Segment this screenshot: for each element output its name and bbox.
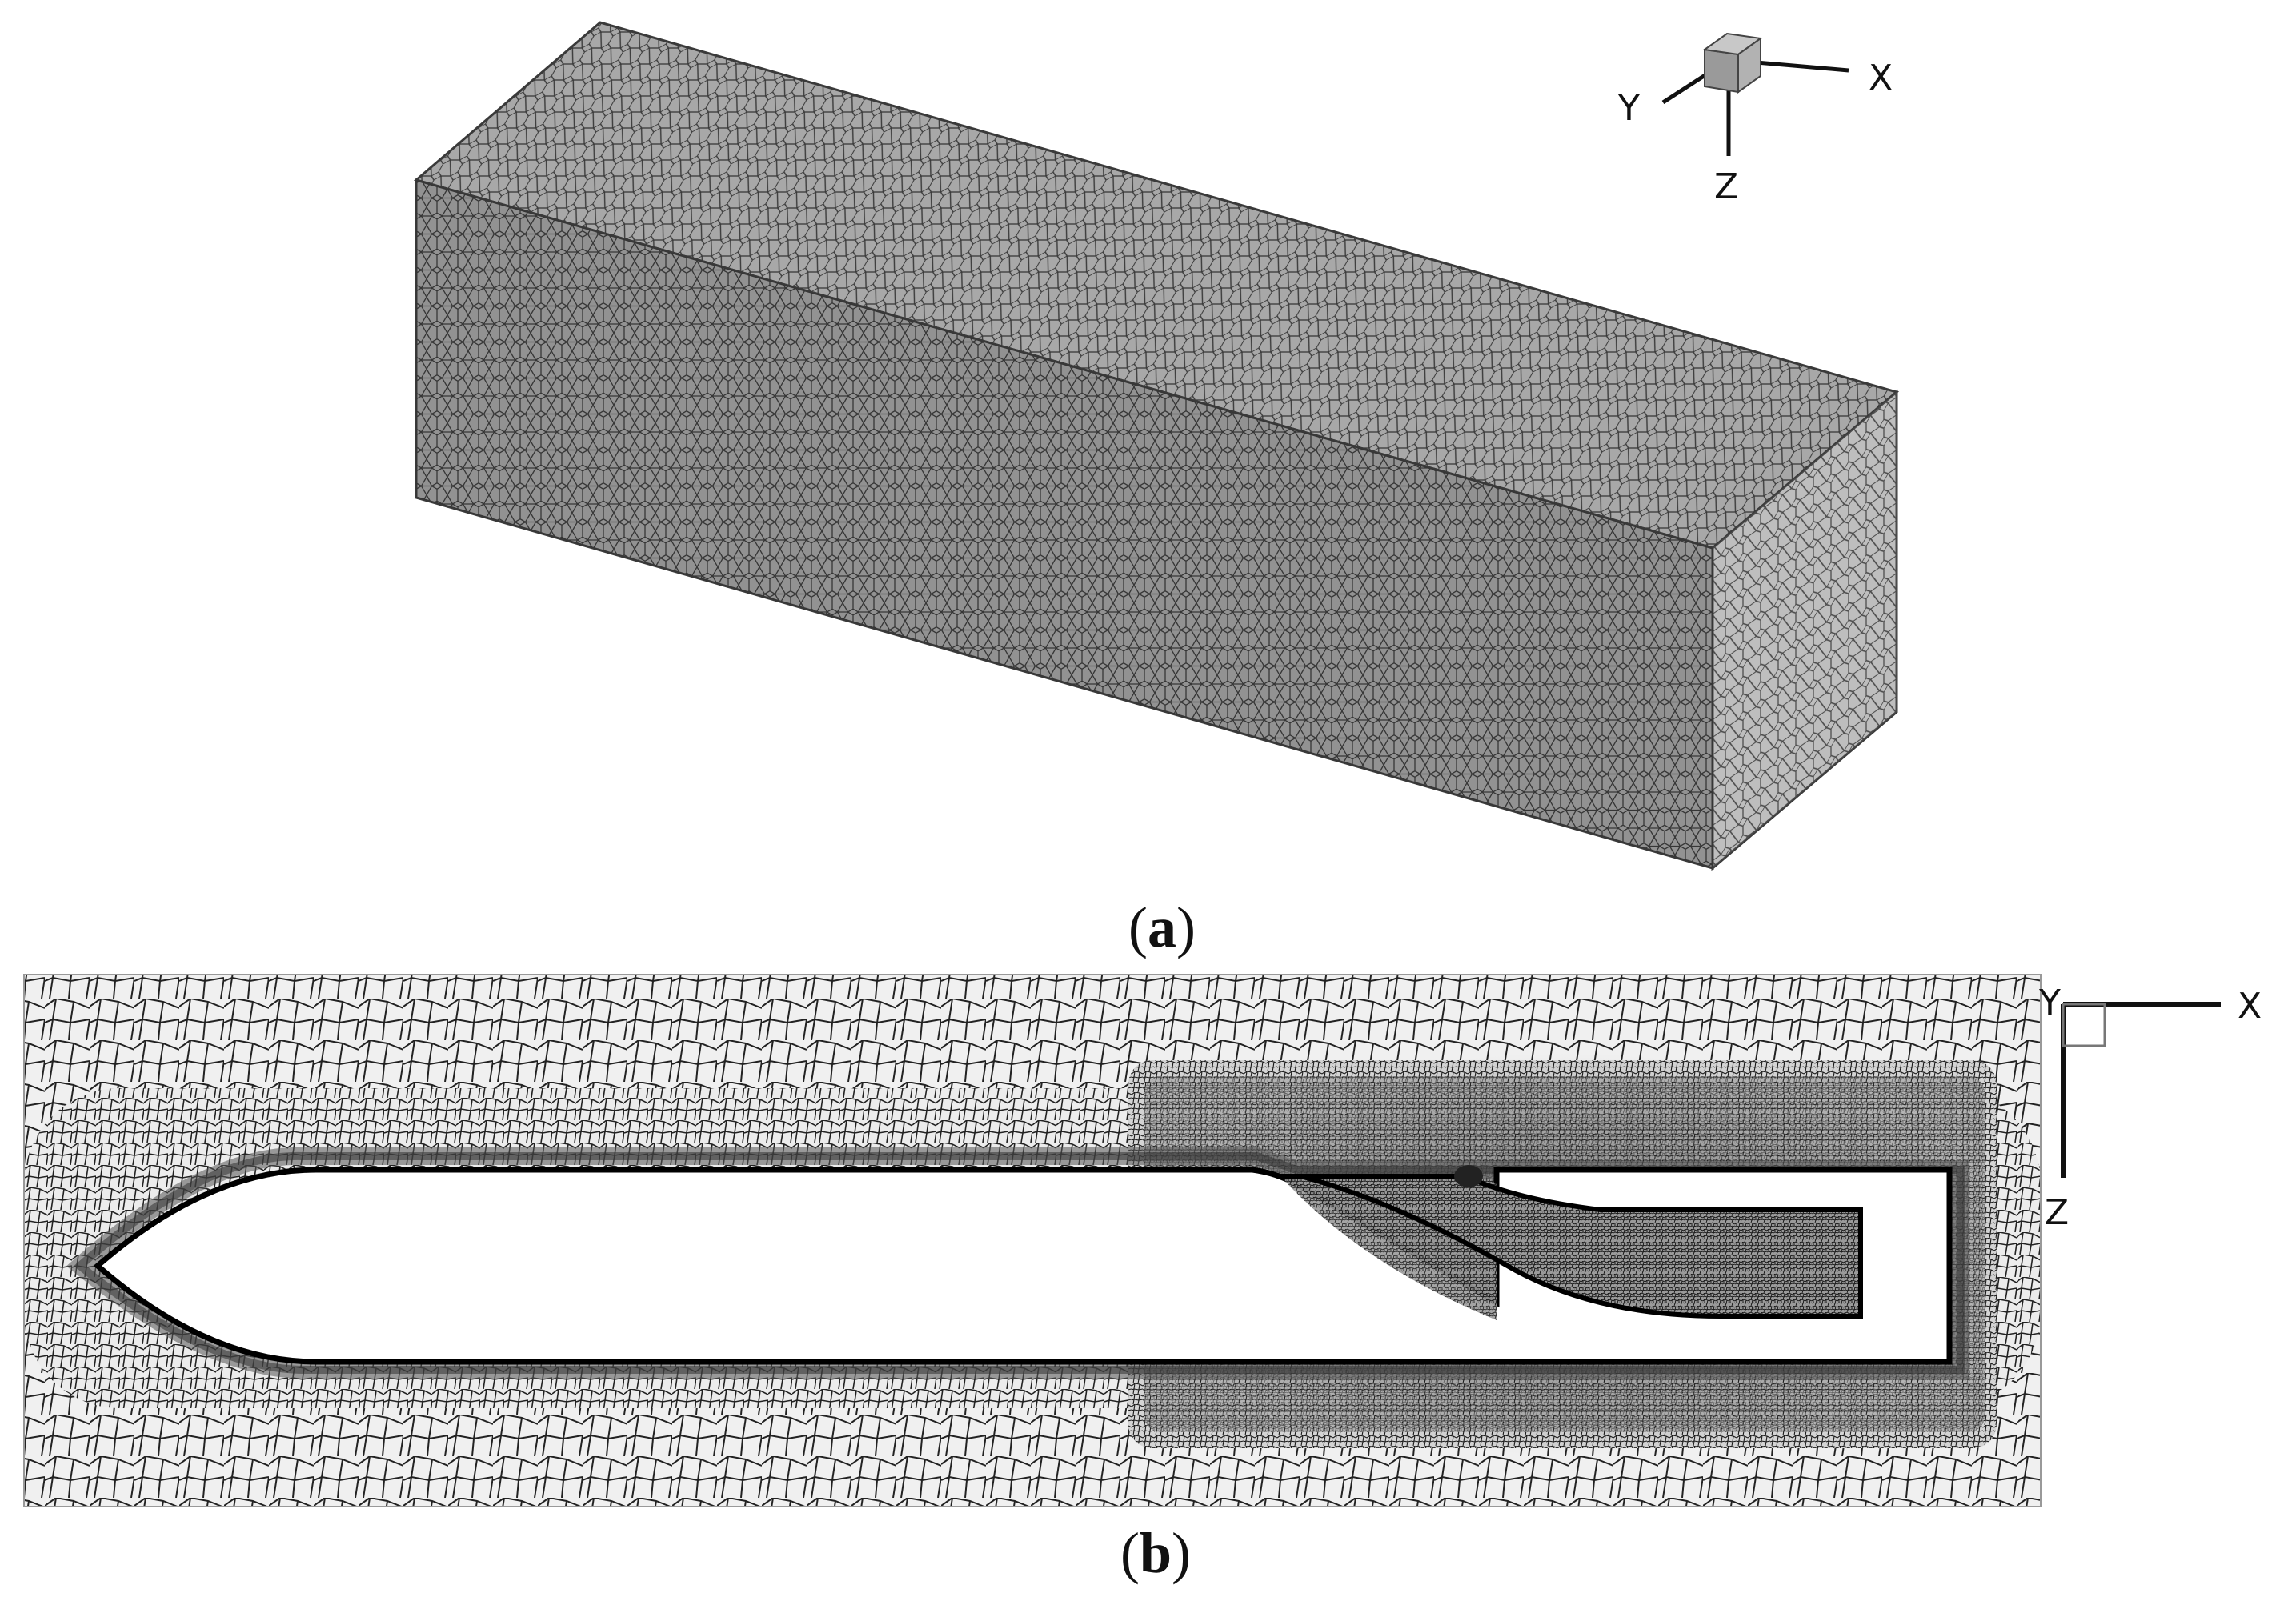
panel-a-label-open: ( <box>1128 895 1148 959</box>
panel-a-mesh-box <box>413 21 1900 871</box>
panel-a-label: (a) <box>1128 895 1196 961</box>
triad-b-y-label: Y <box>2038 983 2061 1023</box>
panel-b-label-letter: b <box>1139 1521 1172 1585</box>
panel-b-label: (b) <box>1120 1520 1191 1587</box>
panel-b-label-open: ( <box>1120 1521 1140 1585</box>
panel-a-label-close: ) <box>1176 895 1196 959</box>
panel-a-axis-triad: X Y Z <box>1617 32 1893 207</box>
triad-a-x-label: X <box>1869 58 1893 98</box>
triad-a-y-label: Y <box>1617 88 1640 129</box>
slice-frame <box>23 974 2042 1507</box>
triad-cube-side <box>1737 37 1761 94</box>
panel-b-label-close: ) <box>1172 1521 1192 1585</box>
triad-a-z-label: Z <box>1714 166 1738 207</box>
triad-cube-front <box>1704 48 1739 94</box>
triad-b-x-label: X <box>2238 986 2262 1027</box>
triad-b-square <box>2062 1003 2106 1047</box>
fin-leading-edge-refinement <box>1454 1165 1483 1187</box>
mesh-box-side-face <box>1711 389 1898 871</box>
triad-b-z-label: Z <box>2045 1192 2069 1233</box>
panel-a-label-letter: a <box>1147 895 1176 959</box>
appendage-fin <box>1300 1174 1863 1319</box>
panel-b-axis-triad: X Y Z <box>2038 983 2262 1233</box>
